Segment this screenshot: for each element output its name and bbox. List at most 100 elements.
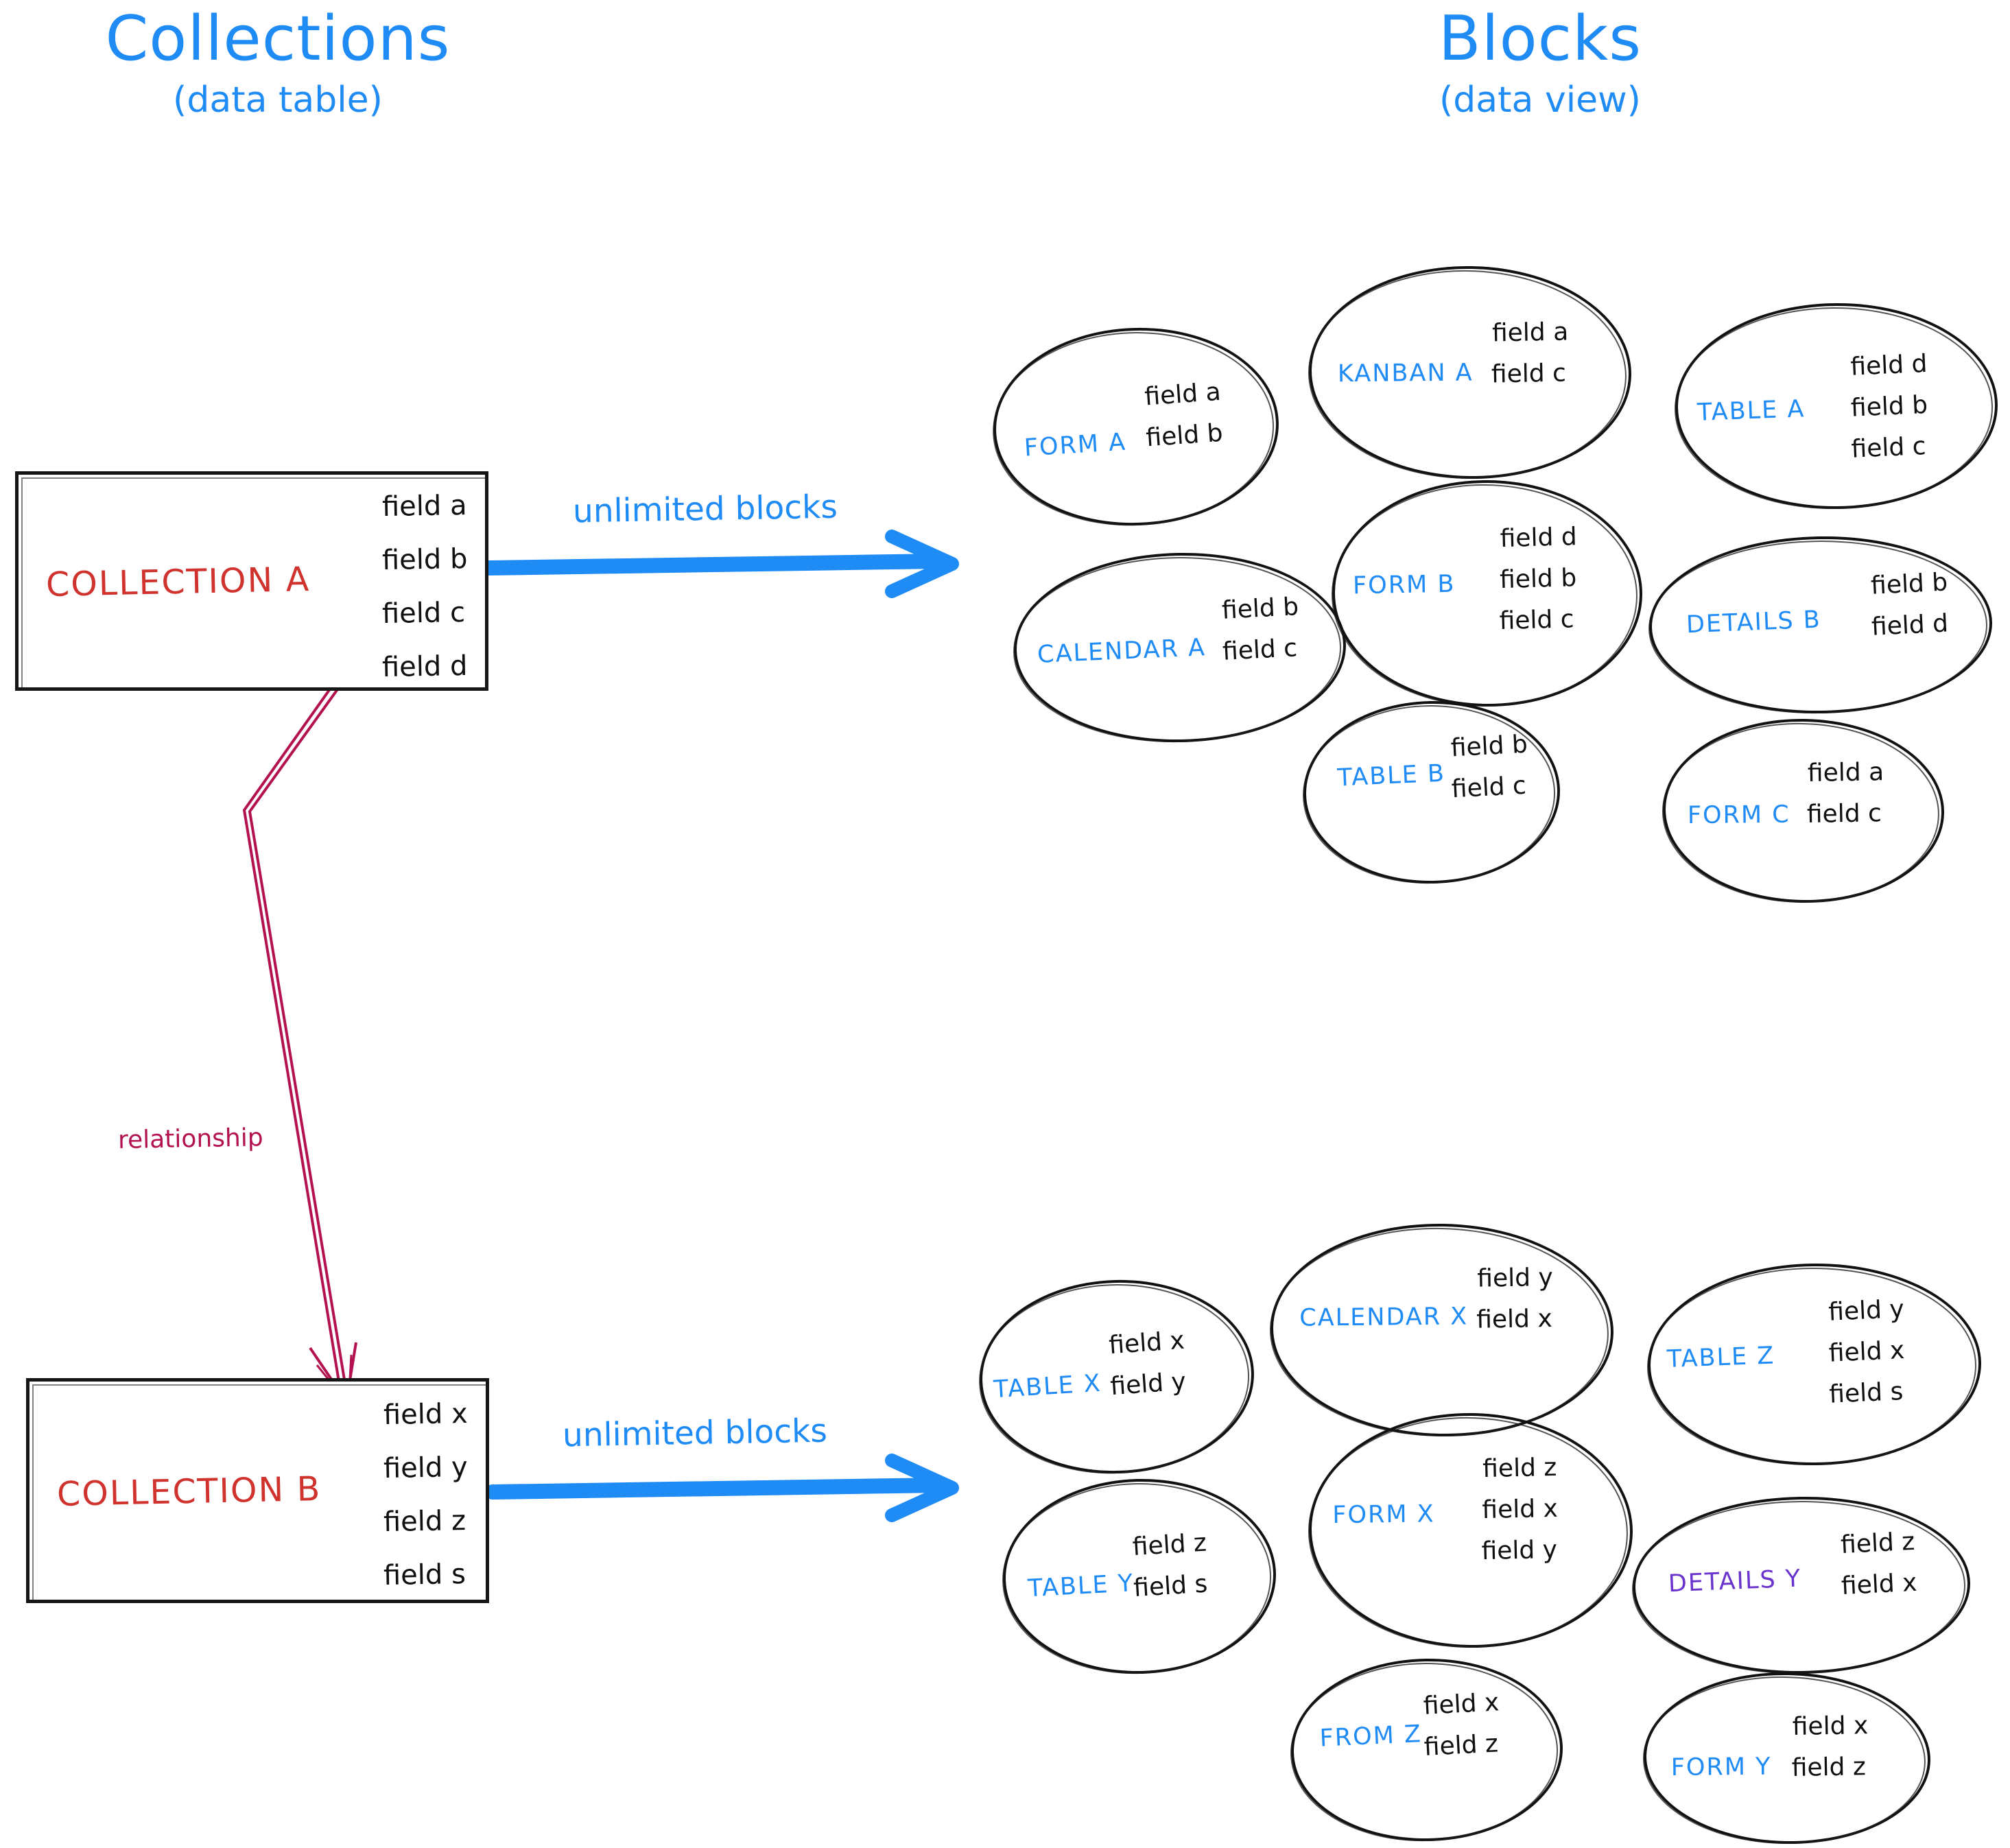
block-table-x-field-1: field x bbox=[1108, 1326, 1186, 1360]
block-table-b[interactable]: TABLE B field b field c bbox=[1301, 698, 1562, 886]
block-form-y[interactable]: FORM Y field x field z bbox=[1642, 1670, 1932, 1847]
block-form-y-name: FORM Y bbox=[1670, 1753, 1772, 1781]
block-kanban-a[interactable]: KANBAN A field a field c bbox=[1307, 263, 1633, 482]
collection-b-field-4: field s bbox=[383, 1558, 466, 1592]
block-table-a-field-2: field b bbox=[1850, 390, 1928, 423]
block-details-y-field-1: field z bbox=[1840, 1527, 1916, 1560]
block-from-z-fields: field x field z bbox=[1422, 1688, 1501, 1775]
block-details-y-name: DETAILS Y bbox=[1668, 1565, 1802, 1598]
block-form-b-field-1: field d bbox=[1500, 523, 1578, 554]
collection-a-box[interactable]: COLLECTION A field a field b field c fie… bbox=[15, 471, 488, 691]
block-from-z[interactable]: FROM Z field x field z bbox=[1289, 1656, 1565, 1844]
block-form-a[interactable]: FORM A field a field b bbox=[990, 322, 1282, 531]
block-form-c-field-2: field c bbox=[1806, 799, 1882, 829]
block-table-y-field-1: field z bbox=[1131, 1528, 1207, 1562]
block-form-x[interactable]: FORM X field z field x field y bbox=[1307, 1410, 1635, 1650]
block-table-x-name: TABLE X bbox=[993, 1369, 1102, 1404]
block-from-z-name: FROM Z bbox=[1319, 1720, 1423, 1753]
blocks-title-sub: (data view) bbox=[1439, 79, 1641, 121]
collection-b-name: COLLECTION B bbox=[56, 1469, 322, 1515]
block-table-z-field-1: field y bbox=[1828, 1294, 1905, 1327]
block-table-b-field-2: field c bbox=[1450, 771, 1527, 804]
arrow-label-unlimited-blocks-b: unlimited blocks bbox=[562, 1412, 828, 1455]
block-calendar-a-fields: field b field c bbox=[1221, 593, 1300, 680]
block-form-b-field-2: field b bbox=[1499, 564, 1577, 595]
collection-b-field-2: field y bbox=[383, 1451, 469, 1485]
block-kanban-a-field-2: field c bbox=[1491, 359, 1567, 389]
relationship-connector bbox=[243, 682, 357, 1406]
block-table-z-field-3: field s bbox=[1828, 1377, 1904, 1409]
block-calendar-a-name: CALENDAR A bbox=[1037, 634, 1207, 669]
collections-title-main: Collections bbox=[105, 3, 451, 75]
block-table-x-field-2: field y bbox=[1109, 1367, 1187, 1401]
arrow-label-unlimited-blocks-a: unlimited blocks bbox=[572, 488, 838, 531]
collection-a-field-4: field d bbox=[381, 650, 468, 684]
collection-b-field-1: field x bbox=[383, 1397, 469, 1432]
block-table-a-field-1: field d bbox=[1849, 349, 1928, 381]
relationship-label: relationship bbox=[117, 1124, 263, 1154]
block-form-b-name: FORM B bbox=[1352, 570, 1456, 600]
block-form-y-field-2: field z bbox=[1791, 1753, 1867, 1783]
block-table-b-name: TABLE B bbox=[1336, 759, 1446, 792]
block-form-a-field-2: field b bbox=[1145, 418, 1224, 453]
collection-b-box[interactable]: COLLECTION B field x field y field z fie… bbox=[26, 1378, 489, 1603]
block-table-a-field-3: field c bbox=[1850, 432, 1927, 464]
block-form-x-field-1: field z bbox=[1482, 1453, 1557, 1484]
collection-a-field-2: field b bbox=[381, 543, 468, 577]
collection-a-field-3: field c bbox=[381, 596, 465, 630]
block-table-z-fields: field y field x field s bbox=[1828, 1294, 1906, 1423]
block-form-c[interactable]: FORM C field a field c bbox=[1661, 716, 1946, 905]
block-table-z[interactable]: TABLE Z field y field x field s bbox=[1646, 1261, 1983, 1467]
block-table-y-field-2: field s bbox=[1133, 1569, 1209, 1603]
collection-a-fields: field a field b field c field d bbox=[381, 489, 468, 707]
block-calendar-a-field-1: field b bbox=[1221, 593, 1299, 625]
block-calendar-x-name: CALENDAR X bbox=[1299, 1303, 1469, 1332]
block-table-x-fields: field x field y bbox=[1108, 1326, 1187, 1415]
block-details-y-field-2: field x bbox=[1841, 1568, 1918, 1601]
blocks-column-title: Blocks (data view) bbox=[1324, 6, 1756, 121]
block-table-y-fields: field z field s bbox=[1131, 1528, 1209, 1616]
block-details-y-fields: field z field x bbox=[1840, 1527, 1918, 1615]
block-form-x-name: FORM X bbox=[1332, 1500, 1435, 1530]
block-table-a-fields: field d field b field c bbox=[1849, 349, 1928, 477]
block-form-b-fields: field d field b field c bbox=[1499, 523, 1578, 650]
block-form-c-fields: field a field c bbox=[1806, 758, 1884, 844]
block-details-b[interactable]: DETAILS B field b field d bbox=[1648, 534, 1994, 716]
block-form-a-name: FORM A bbox=[1023, 428, 1128, 462]
block-table-x[interactable]: TABLE X field x field y bbox=[976, 1275, 1257, 1478]
block-calendar-x[interactable]: CALENDAR X field y field x bbox=[1268, 1220, 1616, 1440]
block-kanban-a-field-1: field a bbox=[1491, 318, 1569, 348]
block-form-x-field-3: field y bbox=[1481, 1535, 1558, 1566]
block-from-z-field-2: field z bbox=[1423, 1729, 1499, 1762]
block-table-a[interactable]: TABLE A field d field b field c bbox=[1674, 301, 1999, 511]
block-form-a-fields: field a field b bbox=[1144, 377, 1224, 466]
block-table-y[interactable]: TABLE Y field z field s bbox=[1000, 1475, 1279, 1678]
collections-column-title: Collections (data table) bbox=[62, 6, 494, 121]
block-table-b-fields: field b field c bbox=[1450, 731, 1529, 818]
block-form-c-name: FORM C bbox=[1687, 801, 1790, 830]
block-form-c-field-1: field a bbox=[1807, 758, 1884, 788]
collection-b-field-3: field z bbox=[383, 1504, 466, 1539]
collection-a-name: COLLECTION A bbox=[45, 559, 311, 605]
block-calendar-x-field-2: field x bbox=[1476, 1304, 1553, 1334]
block-calendar-x-fields: field y field x bbox=[1476, 1264, 1553, 1349]
block-details-b-field-1: field b bbox=[1870, 568, 1949, 600]
unlimited-blocks-arrow-top bbox=[481, 530, 959, 598]
block-form-b-field-3: field c bbox=[1499, 605, 1575, 636]
collections-title-sub: (data table) bbox=[173, 79, 383, 121]
block-kanban-a-fields: field a field c bbox=[1491, 318, 1569, 404]
block-form-b[interactable]: FORM B field d field b field c bbox=[1331, 479, 1644, 708]
collection-a-field-1: field a bbox=[381, 489, 467, 523]
block-table-z-field-2: field x bbox=[1828, 1336, 1906, 1368]
block-details-y[interactable]: DETAILS Y field z field x bbox=[1631, 1494, 1972, 1677]
block-details-b-field-2: field d bbox=[1871, 609, 1949, 641]
block-table-a-name: TABLE A bbox=[1696, 395, 1806, 427]
block-form-x-fields: field z field x field y bbox=[1481, 1453, 1559, 1580]
block-table-y-name: TABLE Y bbox=[1027, 1569, 1135, 1603]
block-calendar-a[interactable]: CALENDAR A field b field c bbox=[1012, 549, 1348, 746]
block-from-z-field-1: field x bbox=[1422, 1688, 1500, 1720]
block-form-a-field-1: field a bbox=[1144, 377, 1222, 412]
block-table-z-name: TABLE Z bbox=[1666, 1342, 1775, 1373]
block-form-x-field-2: field x bbox=[1481, 1494, 1559, 1525]
